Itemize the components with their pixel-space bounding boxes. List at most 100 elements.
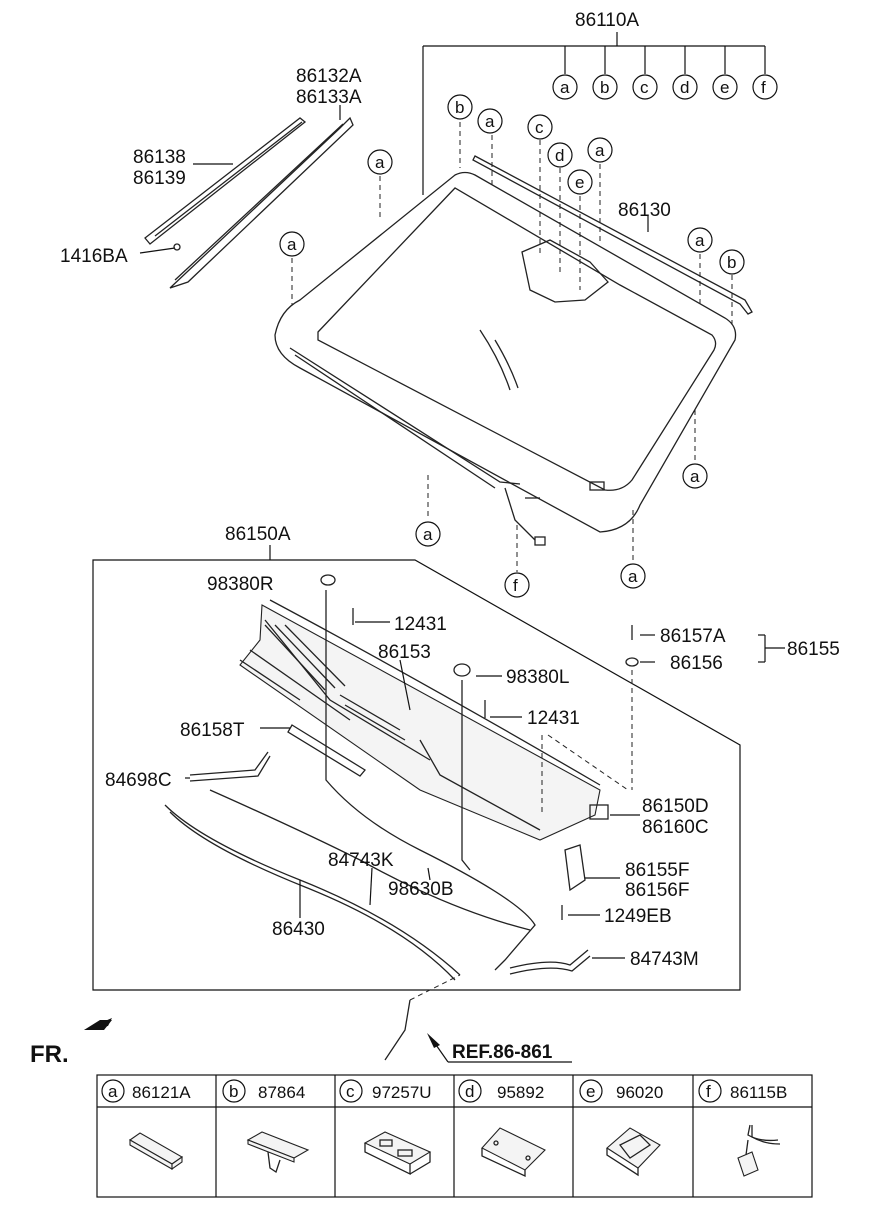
seal-86158T [287, 724, 366, 777]
label-1249EB: 1249EB [604, 906, 672, 927]
svg-text:c: c [640, 78, 649, 97]
svg-text:a: a [695, 231, 705, 250]
label-84698C: 84698C [105, 770, 172, 791]
svg-text:c: c [346, 1082, 355, 1101]
label-86156F: 86156F [625, 880, 689, 901]
label-ref: REF.86-861 [452, 1042, 553, 1063]
svg-text:86115B: 86115B [730, 1083, 787, 1102]
callout-a-5: a [687, 227, 713, 253]
top-molding-86130 [472, 155, 753, 315]
svg-text:f: f [706, 1082, 711, 1101]
callout-c-top: c [632, 74, 658, 100]
callout-f-1: f [504, 572, 530, 598]
label-86157A: 86157A [660, 626, 726, 647]
callout-a-1: a [367, 149, 393, 175]
cowl-panel [239, 599, 609, 892]
svg-text:a: a [375, 153, 385, 172]
svg-text:a: a [108, 1082, 118, 1101]
label-86155: 86155 [787, 639, 840, 660]
svg-text:97257U: 97257U [372, 1083, 432, 1102]
svg-text:e: e [586, 1082, 595, 1101]
part-95892-icon [481, 1127, 546, 1178]
label-86133A: 86133A [296, 87, 362, 108]
label-86130: 86130 [618, 200, 671, 221]
callout-b-2: b [719, 249, 745, 275]
windshield-glass [274, 171, 737, 546]
callout-c-1: c [527, 114, 553, 140]
callout-d-top: d [672, 74, 698, 100]
legend-cell-a: a 86121A [101, 1079, 191, 1103]
svg-text:f: f [761, 78, 766, 97]
label-86150D: 86150D [642, 796, 709, 817]
svg-text:b: b [600, 78, 609, 97]
front-arrow-icon [84, 1018, 112, 1030]
svg-text:a: a [690, 467, 700, 486]
label-86156: 86156 [670, 653, 723, 674]
label-98630B: 98630B [388, 879, 454, 900]
hoses [164, 590, 591, 1061]
callout-d-1: d [547, 142, 573, 168]
svg-text:a: a [485, 112, 495, 131]
callout-b-1: b [447, 94, 473, 120]
callout-a-6: a [682, 463, 708, 489]
label-84743K: 84743K [328, 850, 394, 871]
callout-a-3: a [477, 108, 503, 134]
label-84743M: 84743M [630, 949, 699, 970]
callout-a-top: a [552, 74, 578, 100]
svg-text:a: a [423, 525, 433, 544]
side-moldings [139, 105, 354, 289]
part-86121A-icon [128, 1132, 184, 1171]
label-86160C: 86160C [642, 817, 709, 838]
svg-text:f: f [513, 576, 518, 595]
part-97257U-icon [363, 1131, 432, 1176]
label-86153: 86153 [378, 642, 431, 663]
svg-text:a: a [287, 235, 297, 254]
label-front: FR. [30, 1041, 69, 1068]
cowl-assembly-box [92, 545, 741, 991]
label-86430: 86430 [272, 919, 325, 940]
svg-text:95892: 95892 [497, 1083, 544, 1102]
callout-a-8: a [620, 563, 646, 589]
windshield-callout-bracket: 86110A [422, 10, 766, 195]
legend-parts [128, 1124, 781, 1178]
svg-text:a: a [595, 141, 605, 160]
svg-text:d: d [555, 146, 564, 165]
svg-text:86121A: 86121A [132, 1083, 191, 1102]
callout-a-2: a [279, 231, 305, 257]
callout-b-top: b [592, 74, 618, 100]
label-86150A: 86150A [225, 524, 291, 545]
cowl-grille [264, 624, 406, 741]
svg-text:a: a [628, 567, 638, 586]
label-86139: 86139 [133, 168, 186, 189]
label-98380R: 98380R [207, 574, 274, 595]
label-86158T: 86158T [180, 720, 245, 741]
label-98380L: 98380L [506, 667, 569, 688]
label-12431-2: 12431 [527, 708, 580, 729]
svg-text:b: b [727, 253, 736, 272]
legend-table [96, 1074, 813, 1198]
label-86138: 86138 [133, 147, 186, 168]
label-12431-1: 12431 [394, 614, 447, 635]
svg-text:e: e [720, 78, 729, 97]
legend-cell-c: c 97257U [339, 1079, 432, 1103]
cowl-leaders [185, 621, 785, 1001]
callout-a-4: a [587, 137, 613, 163]
top-callouts: a b c d e f [552, 74, 778, 100]
label-1416BA: 1416BA [60, 246, 128, 267]
svg-text:e: e [575, 173, 584, 192]
svg-text:c: c [535, 118, 544, 137]
svg-text:96020: 96020 [616, 1083, 663, 1102]
label-86110A: 86110A [575, 10, 639, 31]
legend-cell-e: e 96020 [579, 1079, 663, 1103]
svg-text:a: a [560, 78, 570, 97]
svg-text:d: d [680, 78, 689, 97]
windshield-leaders [291, 122, 733, 572]
callout-a-7: a [415, 521, 441, 547]
part-96020-icon [606, 1127, 661, 1177]
svg-text:87864: 87864 [258, 1083, 305, 1102]
svg-text:b: b [455, 98, 464, 117]
